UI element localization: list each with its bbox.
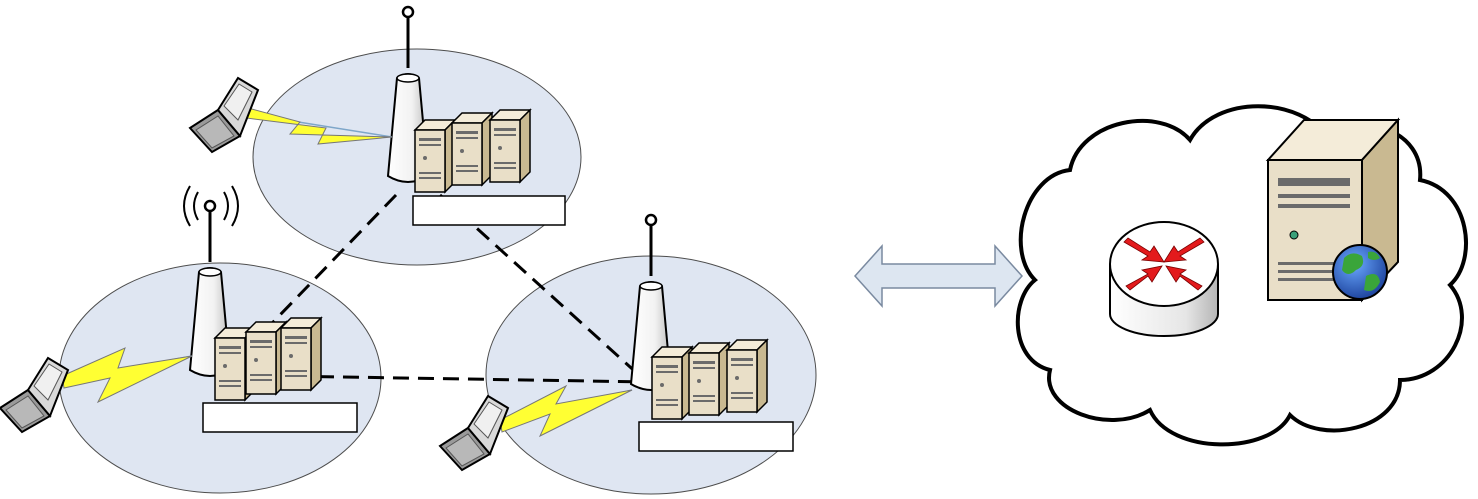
- server-stack-top: [414, 109, 531, 193]
- globe-icon: [1332, 244, 1388, 300]
- double-arrow-icon: [853, 244, 1024, 308]
- router-icon: [1109, 221, 1219, 337]
- wireless-link-left: [61, 347, 193, 404]
- cell-label-right: [638, 421, 794, 452]
- mobile-phone-icon: [0, 357, 69, 433]
- mobile-phone-icon: [189, 77, 259, 153]
- mobile-phone-icon: [439, 395, 509, 471]
- wireless-link-right: [499, 384, 633, 438]
- server-stack-left: [214, 317, 322, 401]
- server-stack-right: [651, 339, 768, 420]
- radio-waves-icon: [183, 185, 239, 227]
- cell-label-top: [412, 195, 566, 226]
- cell-label-left: [202, 402, 358, 433]
- wireless-link-top: [241, 107, 393, 145]
